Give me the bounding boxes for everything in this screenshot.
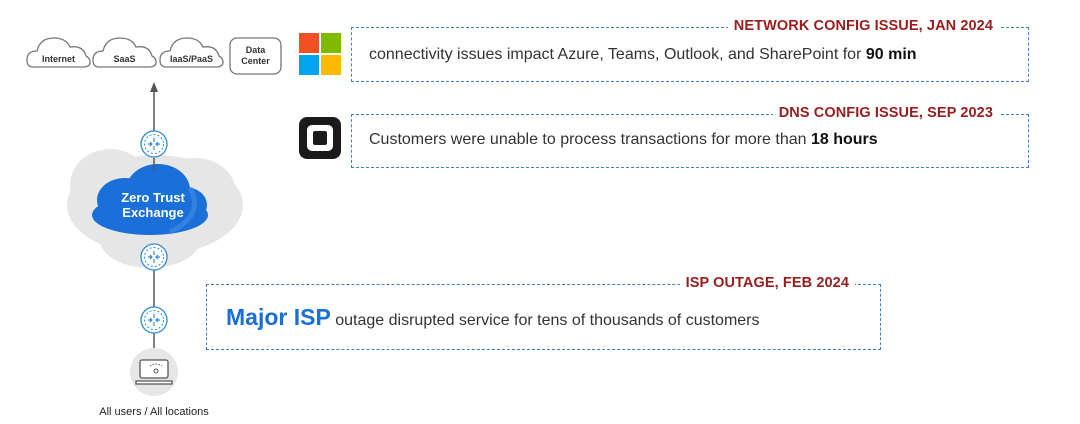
incident-text-isp-lead: Major ISP	[226, 304, 331, 330]
square-logo-icon	[299, 117, 341, 159]
microsoft-logo-icon	[299, 33, 341, 75]
incident-callout-network	[351, 27, 1029, 82]
internet-cloud-icon	[26, 37, 91, 68]
destination-label-saas: SaaS	[113, 54, 136, 64]
incident-text-isp-body: outage disrupted service for tens of tho…	[330, 312, 760, 329]
destination-label-internet: Internet	[41, 54, 75, 64]
incident-text-dns-body: Customers were unable to process transac…	[369, 131, 811, 148]
destination-label-iaas-paas: IaaS/PaaS	[169, 54, 214, 64]
architecture-diagram	[26, 37, 282, 396]
incident-callout-isp	[206, 284, 881, 350]
incident-text-dns: Customers were unable to process transac…	[369, 131, 878, 149]
hub-label: Zero Trust Exchange	[121, 190, 185, 220]
incident-text-dns-duration: 18 hours	[810, 131, 878, 148]
iaas-cloud-icon	[159, 37, 224, 68]
laptop-user-icon	[130, 348, 178, 396]
incident-text-network-duration: 90 min	[865, 46, 917, 63]
data-center-box-icon	[229, 37, 282, 75]
users-label: All users / All locations	[99, 406, 209, 418]
incident-text-network: connectivity issues impact Azure, Teams,…	[369, 46, 917, 64]
connector-node-icon	[140, 306, 168, 334]
zero-trust-exchange-cloud-icon	[92, 164, 208, 235]
incident-callout-dns	[351, 114, 1029, 168]
destination-label-data-center: Data Center	[241, 45, 270, 66]
incident-text-network-body: connectivity issues impact Azure, Teams,…	[369, 46, 866, 63]
connector-node-icon	[140, 243, 168, 271]
incident-text-isp: Major ISP outage disrupted service for t…	[226, 304, 760, 331]
incident-title-dns: DNS CONFIG ISSUE, SEP 2023	[772, 105, 999, 121]
connector-node-icon	[140, 130, 168, 158]
saas-cloud-icon	[92, 37, 157, 68]
incident-title-isp: ISP OUTAGE, FEB 2024	[679, 275, 855, 291]
incident-title-network: NETWORK CONFIG ISSUE, JAN 2024	[727, 18, 999, 34]
